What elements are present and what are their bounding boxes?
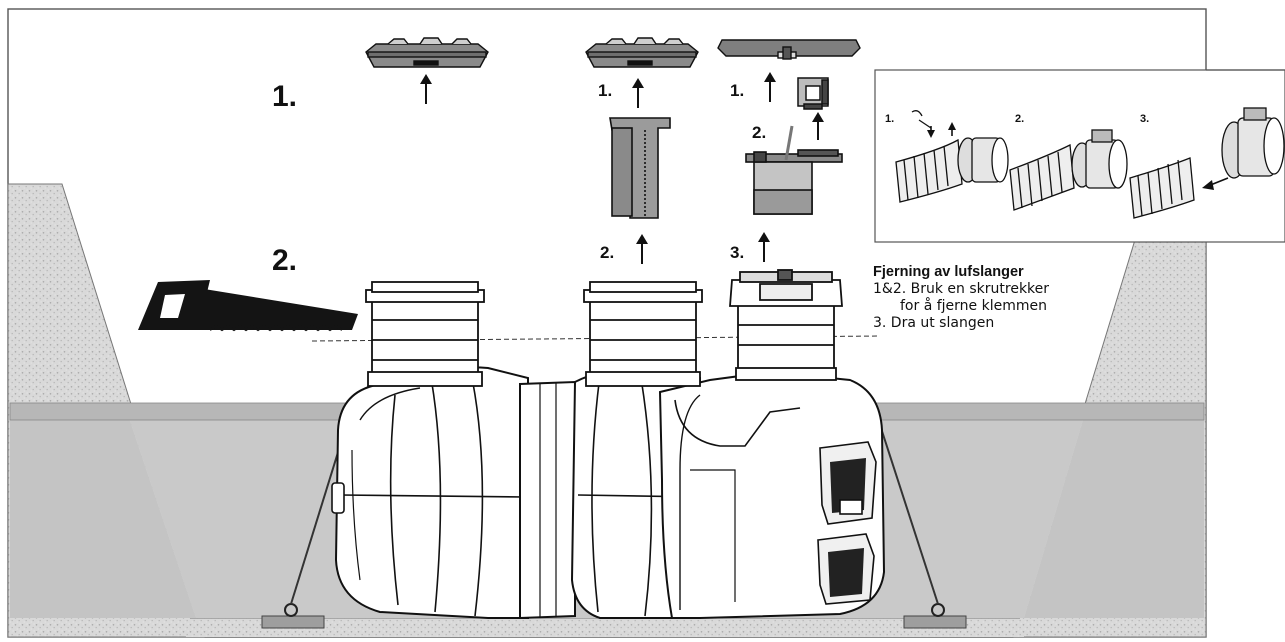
sampling-pipe (609, 117, 671, 219)
saw-icon (138, 280, 358, 332)
septic-tank (331, 366, 886, 620)
strap-right (879, 424, 939, 605)
inset-hose-1 (895, 110, 1009, 203)
tank-left-dome (334, 366, 529, 619)
anchor-plate-right (903, 615, 967, 629)
arrow-up-icon (420, 72, 824, 264)
anchor-plate-left (261, 615, 325, 629)
riser-left (365, 281, 485, 387)
instruction-line-3: 3. Dra ut slangen (873, 315, 995, 331)
backfill-right (1024, 403, 1204, 618)
instruction-title: Fjerning av lufslanger (873, 264, 1024, 280)
inset-step-2: 2. (1015, 113, 1025, 125)
gravel-bottom (186, 618, 1024, 637)
substep-label-1a: 1. (598, 81, 613, 100)
lid-right (717, 39, 861, 60)
instruction-line-2: for å fjerne klemmen (900, 298, 1047, 314)
inset-step-1: 1. (885, 113, 895, 125)
inset-step-3: 3. (1140, 113, 1150, 125)
inset-hose-3 (1129, 107, 1285, 219)
substep-label-2b: 2. (600, 243, 615, 262)
vent-cap (797, 77, 829, 110)
riser-middle (583, 281, 703, 387)
filter-unit (745, 125, 843, 215)
instruction-line-1: 1&2. Bruk en skrutrekker (873, 281, 1050, 297)
riser-right (729, 269, 843, 381)
inset-hose-2 (1009, 129, 1128, 211)
substep-label-3: 3. (730, 243, 745, 262)
backfill-left (10, 403, 196, 618)
lid-middle (585, 37, 699, 68)
step-label-2: 2. (272, 244, 298, 277)
instruction-block: Fjerning av lufslanger 1&2. Bruk en skru… (873, 264, 1118, 332)
lid-left (365, 37, 489, 68)
substep-label-2a: 2. (752, 123, 767, 142)
inset-arrow-icons (927, 122, 1229, 190)
substep-label-1b: 1. (730, 81, 745, 100)
tank-middle-band (519, 380, 576, 620)
step-label-1: 1. (272, 80, 298, 113)
